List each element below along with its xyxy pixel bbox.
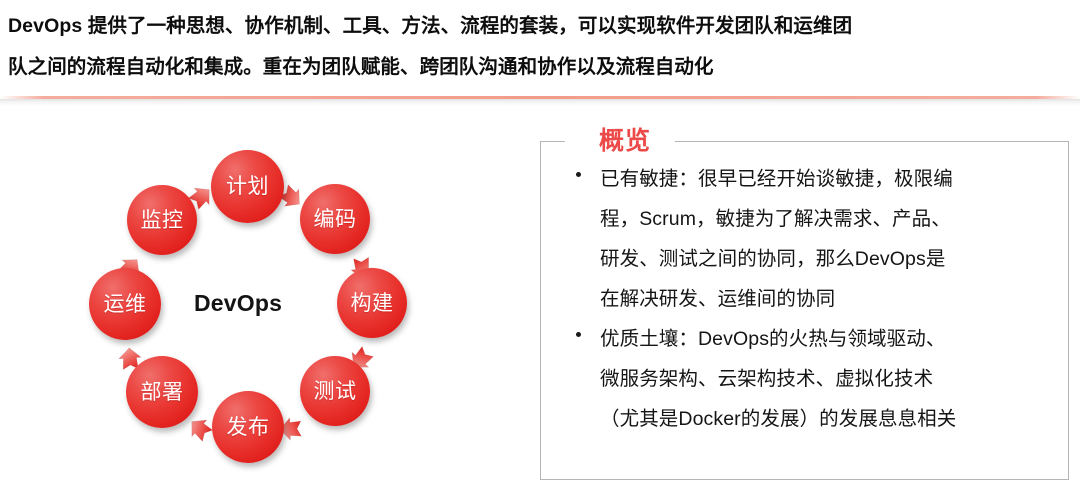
cycle-node-monitor-label: 监控	[140, 207, 184, 232]
cycle-center-label: DevOps	[193, 290, 283, 316]
bullet-icon	[576, 332, 581, 337]
list-item-line: 微服务架构、云架构技术、虚拟化技术	[600, 368, 934, 390]
overview-frame-border	[540, 141, 1069, 480]
list-item-line: 已有敏捷：很早已经开始谈敏捷，极限编	[600, 168, 953, 190]
cycle-node-code-label: 编码	[313, 206, 357, 231]
cycle-node-plan[interactable]: 计划	[211, 150, 284, 223]
list-item: 优质土壤：DevOps的火热与领域驱动、 微服务架构、云架构技术、虚拟化技术 （…	[540, 319, 1069, 439]
cycle-node-test-label: 测试	[313, 378, 357, 403]
bullet-icon	[576, 172, 581, 177]
cycle-arrow-plan-to-code	[273, 179, 310, 216]
cycle-node-plan-label: 计划	[226, 174, 269, 198]
cycle-arrow-monitor-to-plan	[183, 179, 220, 216]
cycle-node-release-label: 发布	[226, 414, 270, 439]
cycle-arrow-release-to-deploy	[182, 411, 219, 448]
list-item: 已有敏捷：很早已经开始谈敏捷，极限编 程，Scrum，敏捷为了解决需求、产品、 …	[540, 159, 1069, 319]
cycle-node-monitor[interactable]: 监控	[127, 185, 197, 255]
cycle-node-operations[interactable]: 运维	[89, 268, 161, 340]
cycle-arrow-build-to-test	[343, 341, 380, 378]
list-item-line: 在解决研发、运维间的协同	[600, 288, 836, 310]
cycle-node-test[interactable]: 测试	[300, 356, 370, 426]
cycle-node-deploy[interactable]: 部署	[126, 356, 198, 428]
list-item-line: 研发、测试之间的协同，那么DevOps是	[600, 248, 946, 270]
list-item-line: 程，Scrum，敏捷为了解决需求、产品、	[600, 208, 951, 230]
header-divider-shadow	[0, 99, 1080, 106]
cycle-node-build-label: 构建	[350, 290, 394, 315]
cycle-node-release[interactable]: 发布	[212, 391, 284, 463]
cycle-node-build[interactable]: 构建	[337, 268, 407, 338]
cycle-node-deploy-label: 部署	[140, 379, 184, 404]
overview-list: 已有敏捷：很早已经开始谈敏捷，极限编 程，Scrum，敏捷为了解决需求、产品、 …	[540, 159, 1069, 439]
cycle-node-operations-label: 运维	[103, 291, 147, 316]
overview-title: 概览	[599, 126, 652, 155]
list-item-line: 优质土壤：DevOps的火热与领域驱动、	[600, 328, 946, 350]
overview-panel: 概览 已有敏捷：很早已经开始谈敏捷，极限编 程，Scrum，敏捷为了解决需求、产…	[540, 126, 1069, 480]
header-paragraph: DevOps 提供了一种思想、协作机制、工具、方法、流程的套装，可以实现软件开发…	[8, 15, 853, 78]
cycle-arrow-test-to-release	[278, 416, 305, 443]
header-divider	[0, 96, 1080, 99]
cycle-arrow-deploy-to-ops	[116, 345, 144, 373]
list-item-line: （尤其是Docker的发展）的发展息息相关	[600, 408, 957, 430]
devops-cycle-diagram: 计划 编码 构建 测试 发布 部署 运维 监控 DevOps	[0, 108, 500, 491]
cycle-node-code[interactable]: 编码	[300, 184, 370, 254]
